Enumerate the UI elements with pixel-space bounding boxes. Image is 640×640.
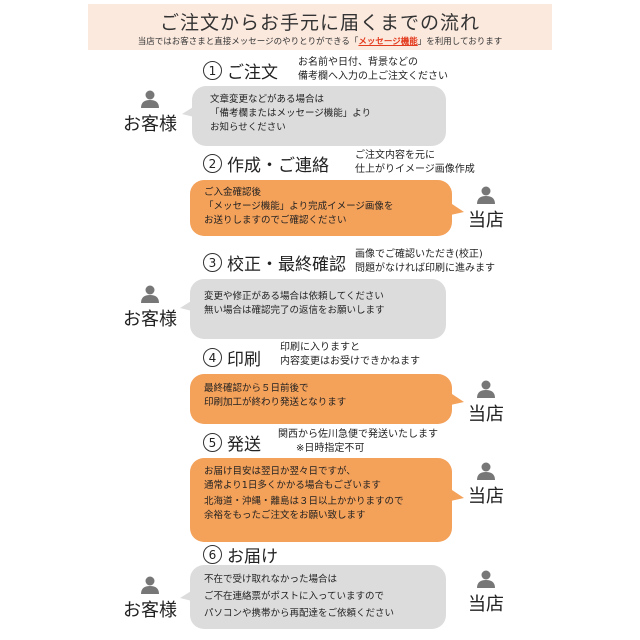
bubble-line: 余裕をもったご注文をお願い致します — [204, 510, 366, 521]
bubble-line: 印刷加工が終わり発送となります — [204, 397, 347, 408]
shop-bubble: お届け目安は翌日か翌々日ですが、 通常より1日多くかかる場合もございます 北海道… — [190, 458, 452, 542]
bubble-line: ご入金確認後 — [204, 187, 262, 198]
note-line: 問題がなければ印刷に進みます — [355, 263, 495, 274]
customer-bubble: 変更や修正がある場合は依頼してください 無い場合は確認完了の返信をお願いします — [190, 279, 446, 339]
note-line: ご注文内容を元に — [355, 150, 435, 161]
shop-bubble: ご入金確認後 「メッセージ機能」より完成イメージ画像を お送りしますのでご確認く… — [190, 180, 452, 236]
actor-label: お客様 — [123, 114, 177, 135]
step-6-heading: 6 お届け — [203, 542, 278, 567]
step-3-note: 画像でご確認いただき(校正) 問題がなければ印刷に進みます — [355, 248, 495, 276]
subtitle-text-end: 」を利用しております — [417, 37, 503, 47]
actor-label: 当店 — [468, 210, 504, 231]
step-title: 作成・ご連絡 — [227, 156, 329, 176]
actor-customer: お客様 — [110, 285, 190, 331]
bubble-line: お知らせください — [210, 122, 286, 133]
step-5-heading: 5 発送 — [203, 430, 261, 455]
subtitle-text: 当店ではお客さまと直接メッセージのやりとりができる「 — [137, 37, 359, 47]
message-feature-highlight: メッセージ機能 — [358, 37, 418, 47]
person-icon — [477, 462, 495, 480]
bubble-line: お送りしますのでご確認ください — [204, 215, 347, 226]
step-title: 校正・最終確認 — [227, 255, 346, 275]
step-5-note: 関西から佐川急便で発送いたします ※日時指定不可 — [278, 428, 438, 456]
note-line: 内容変更はお受けできかねます — [280, 356, 420, 367]
bubble-line: 最終確認から５日前後で — [204, 383, 309, 394]
person-icon — [477, 186, 495, 204]
person-icon — [141, 576, 159, 594]
actor-customer: お客様 — [110, 576, 190, 622]
bubble-tail — [446, 390, 464, 406]
step-title: 発送 — [227, 435, 261, 455]
actor-customer: お客様 — [110, 90, 190, 136]
bubble-line: 北海道・沖縄・離島は３日以上かかりますので — [204, 496, 404, 507]
note-line: 仕上がりイメージ画像作成 — [355, 164, 475, 175]
note-line: 画像でご確認いただき(校正) — [355, 249, 483, 260]
step-number: 3 — [203, 253, 222, 272]
person-icon — [141, 90, 159, 108]
actor-label: お客様 — [123, 600, 177, 621]
step-number: 2 — [203, 154, 222, 173]
bubble-line: パソコンや携帯から再配達をご依頼ください — [204, 608, 395, 619]
actor-label: 当店 — [468, 404, 504, 425]
step-4-heading: 4 印刷 — [203, 345, 261, 370]
actor-shop: 当店 — [446, 462, 526, 508]
note-line: ※日時指定不可 — [296, 443, 365, 454]
customer-bubble: 文章変更などがある場合は 「備考欄またはメッセージ機能」より お知らせください — [192, 86, 446, 146]
step-number: 6 — [203, 545, 222, 564]
note-line: 備考欄へ入力の上ご注文ください — [298, 71, 448, 82]
bubble-line: 「メッセージ機能」より完成イメージ画像を — [204, 201, 394, 212]
actor-label: お客様 — [123, 309, 177, 330]
shop-bubble: 最終確認から５日前後で 印刷加工が終わり発送となります — [190, 374, 452, 424]
customer-bubble: 不在で受け取れなかった場合は ご不在連絡票がポストに入っていますので パソコンや… — [190, 565, 446, 629]
bubble-line: 通常より1日多くかかる場合もございます — [204, 480, 381, 491]
step-title: お届け — [227, 547, 278, 567]
header-banner: ご注文からお手元に届くまでの流れ 当店ではお客さまと直接メッセージのやりとりがで… — [88, 4, 552, 50]
actor-label: 当店 — [468, 594, 504, 615]
step-2-heading: 2 作成・ご連絡 — [203, 151, 329, 176]
person-icon — [477, 570, 495, 588]
step-1-note: お名前や日付、背景などの 備考欄へ入力の上ご注文ください — [298, 56, 448, 84]
bubble-tail — [446, 486, 464, 502]
actor-shop: 当店 — [446, 186, 526, 232]
bubble-line: 無い場合は確認完了の返信をお願いします — [204, 305, 385, 316]
step-title: 印刷 — [227, 350, 261, 370]
note-line: お名前や日付、背景などの — [298, 57, 418, 68]
page-subtitle: 当店ではお客さまと直接メッセージのやりとりができる「メッセージ機能」を利用してお… — [88, 35, 552, 47]
actor-shop: 当店 — [446, 380, 526, 426]
step-number: 1 — [203, 61, 222, 80]
note-line: 関西から佐川急便で発送いたします — [278, 429, 438, 440]
bubble-line: 変更や修正がある場合は依頼してください — [204, 291, 384, 302]
step-1-heading: 1 ご注文 — [203, 58, 278, 83]
page-title: ご注文からお手元に届くまでの流れ — [159, 12, 480, 34]
bubble-line: お届け目安は翌日か翌々日ですが、 — [204, 466, 356, 477]
bubble-line: 「備考欄またはメッセージ機能」より — [210, 108, 372, 119]
bubble-tail — [446, 200, 464, 216]
step-3-heading: 3 校正・最終確認 — [203, 250, 346, 275]
step-4-note: 印刷に入りますと 内容変更はお受けできかねます — [280, 341, 420, 369]
step-number: 4 — [203, 348, 222, 367]
step-2-note: ご注文内容を元に 仕上がりイメージ画像作成 — [355, 149, 475, 177]
note-line: 印刷に入りますと — [280, 342, 360, 353]
step-number: 5 — [203, 433, 222, 452]
bubble-line: 不在で受け取れなかった場合は — [204, 574, 338, 585]
person-icon — [141, 285, 159, 303]
actor-shop: 当店 — [446, 570, 526, 616]
step-title: ご注文 — [227, 63, 278, 83]
bubble-line: ご不在連絡票がポストに入っていますので — [204, 591, 385, 602]
person-icon — [477, 380, 495, 398]
bubble-line: 文章変更などがある場合は — [210, 94, 325, 105]
actor-label: 当店 — [468, 486, 504, 507]
